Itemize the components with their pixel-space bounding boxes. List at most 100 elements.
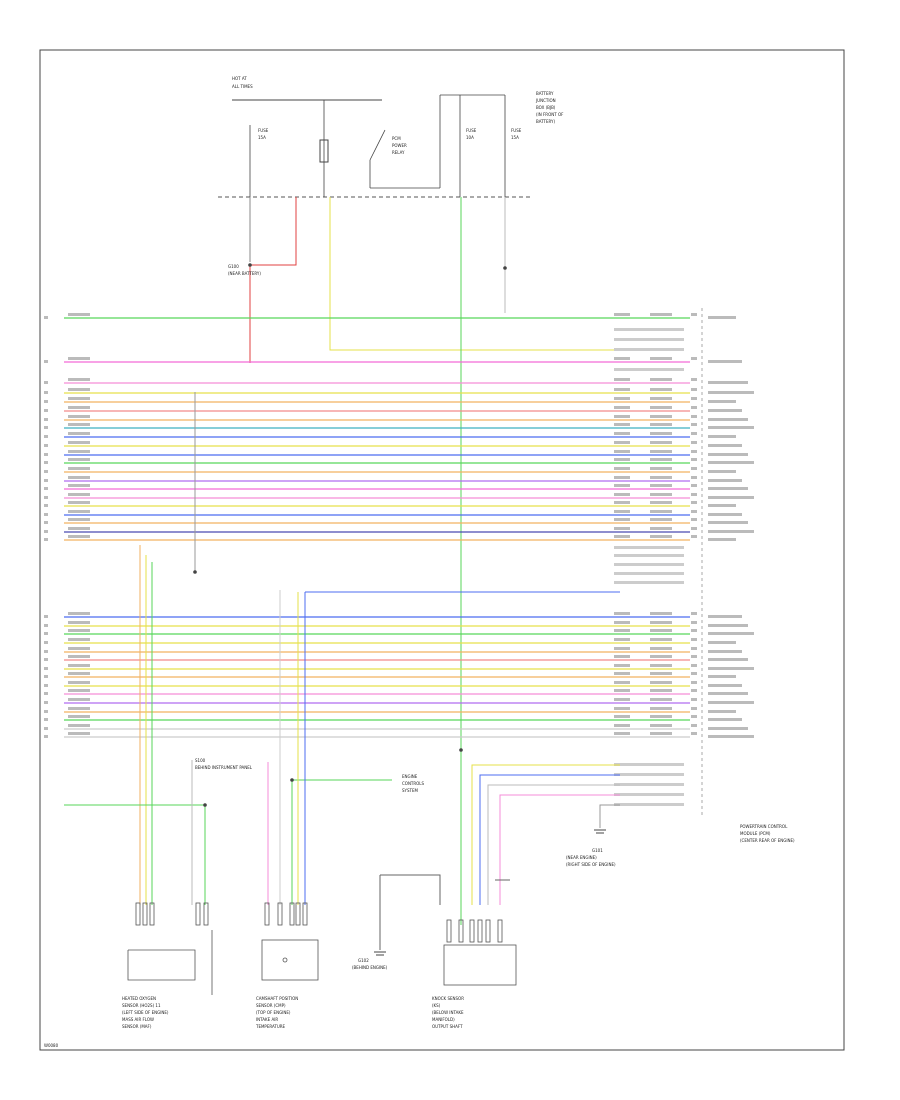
- pin-label-stub: [650, 672, 672, 675]
- pin-label-stub: [650, 527, 672, 530]
- pin-function-stub: [708, 435, 736, 438]
- pin-function-stub: [708, 701, 754, 704]
- pin-label-stub: [650, 647, 672, 650]
- pin-label-stub: [614, 655, 630, 658]
- pin-label-stub: [691, 467, 697, 470]
- pin-label-stub: [614, 793, 684, 796]
- pin-label-stub: [68, 681, 90, 684]
- pin-label-stub: [691, 406, 697, 409]
- pin-label-stub: [691, 313, 697, 316]
- pin-label-stub: [68, 357, 90, 360]
- wire-number-stub: [44, 675, 48, 678]
- pin-function-stub: [708, 684, 742, 687]
- pin-label-stub: [68, 423, 90, 426]
- diagram-border: [39, 49, 845, 1051]
- pin-label-stub: [68, 378, 90, 381]
- pin-label-stub: [650, 535, 672, 538]
- pcm-label-2: MODULE (PCM): [740, 831, 771, 836]
- bjb-label-2: JUNCTION: [535, 98, 556, 103]
- pin-label-stub: [68, 415, 90, 418]
- pin-label-stub: [691, 535, 697, 538]
- wire-number-stub: [44, 487, 48, 490]
- pin-label-stub: [614, 328, 684, 331]
- wire-number-stub: [44, 360, 48, 363]
- pin-label-stub: [691, 518, 697, 521]
- pin-label-stub: [614, 621, 630, 624]
- pin-label-stub: [614, 518, 630, 521]
- pin-label-stub: [691, 388, 697, 391]
- pin-label-stub: [614, 338, 684, 341]
- pin-function-stub: [708, 641, 736, 644]
- pin-label-stub: [614, 535, 630, 538]
- drop-wire-yellow-d: [471, 764, 620, 905]
- wire-number-stub: [44, 461, 48, 464]
- pin-function-stub: [708, 496, 754, 499]
- pin-label-stub: [650, 313, 672, 316]
- pin-function-stub: [708, 453, 748, 456]
- pin-label-stub: [614, 681, 630, 684]
- pin-label-stub: [691, 689, 697, 692]
- pin-function-stub: [708, 675, 736, 678]
- pin-label-stub: [650, 458, 672, 461]
- pin-label-stub: [650, 378, 672, 381]
- pin-label-stub: [691, 415, 697, 418]
- wire-number-stub: [44, 316, 48, 319]
- pin-function-stub: [708, 461, 754, 464]
- pin-label-stub: [614, 724, 630, 727]
- pin-label-stub: [614, 638, 630, 641]
- pin-function-stub: [708, 391, 754, 394]
- fuse-panel: HOT AT ALL TIMES FUSE 15A PCM POWER RELA…: [218, 76, 564, 198]
- component-2-label-2: SENSOR (CMP): [256, 1003, 286, 1008]
- wire-number-stub: [44, 632, 48, 635]
- sensor-ref-2: CONTROLS: [402, 781, 425, 786]
- pin-label-stub: [68, 707, 90, 710]
- pin-label-stub: [614, 715, 630, 718]
- pin-label-stub: [691, 621, 697, 624]
- pin-label-stub: [614, 368, 684, 371]
- relay-label-2: POWER: [392, 143, 407, 148]
- pin-function-stub: [708, 470, 736, 473]
- pin-label-stub: [614, 397, 630, 400]
- pin-label-stub: [614, 672, 630, 675]
- fuse-4-label-1: FUSE: [511, 128, 522, 133]
- ground-b-label-3: (RIGHT SIDE OF ENGINE): [566, 862, 616, 867]
- pin-label-stub: [650, 621, 672, 624]
- component-1-label-3: (LEFT SIDE OF ENGINE): [122, 1010, 169, 1015]
- wire-number-stub: [44, 426, 48, 429]
- pin-label-stub: [68, 510, 90, 513]
- component-drops: [64, 392, 620, 950]
- pin-function-stub: [708, 521, 748, 524]
- pin-label-stub: [68, 476, 90, 479]
- pin-label-stub: [68, 629, 90, 632]
- wire-number-stub: [44, 513, 48, 516]
- pin-label-stub: [614, 458, 630, 461]
- wire-number-stub: [44, 444, 48, 447]
- pin-label-stub: [614, 581, 684, 584]
- wire-number-stub: [44, 538, 48, 541]
- pin-label-stub: [650, 484, 672, 487]
- pin-label-stub: [68, 527, 90, 530]
- pin-function-stub: [708, 658, 748, 661]
- pin-label-stub: [691, 638, 697, 641]
- pcm-label-3: (CENTER REAR OF ENGINE): [740, 838, 795, 843]
- pin-label-stub: [614, 484, 630, 487]
- component-3-label-2: (KS): [432, 1003, 441, 1008]
- drop-wire-green-b: [64, 804, 206, 905]
- drop-wire-grey-d: [487, 784, 620, 905]
- pin-label-stub: [614, 378, 630, 381]
- relay-label-3: RELAY: [392, 150, 405, 155]
- component-1-label-1: HEATED OXYGEN: [122, 996, 156, 1001]
- pin-label-stub: [650, 518, 672, 521]
- pin-label-stub: [691, 629, 697, 632]
- pin-label-stub: [68, 621, 90, 624]
- pin-label-stub: [650, 501, 672, 504]
- pin-label-stub: [650, 689, 672, 692]
- pin-label-stub: [650, 406, 672, 409]
- wire-number-stub: [44, 735, 48, 738]
- pin-label-stub: [691, 647, 697, 650]
- pin-label-stub: [650, 681, 672, 684]
- pin-function-stub: [708, 426, 754, 429]
- wire-number-stub: [44, 400, 48, 403]
- pin-function-stub: [708, 409, 742, 412]
